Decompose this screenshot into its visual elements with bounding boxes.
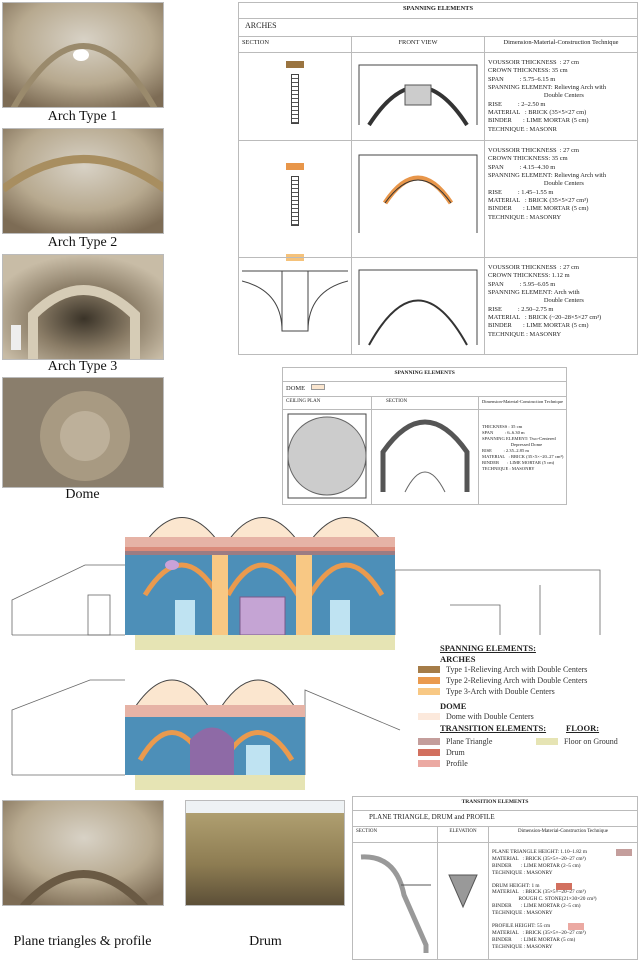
plane-triangles-photo bbox=[2, 800, 164, 906]
section-drawing bbox=[238, 254, 352, 355]
column-header: Dimension-Material-Construction Techniqu… bbox=[477, 396, 568, 410]
section-drawing bbox=[238, 140, 352, 258]
legend-item: Drum bbox=[418, 747, 640, 758]
front-view-drawing bbox=[351, 52, 485, 141]
arch-type-1-photo bbox=[2, 2, 164, 108]
spec-text: PROFILE HEIGHT: 55 cm MATERIAL : BRICK (… bbox=[492, 922, 586, 950]
legend-item: Profile bbox=[418, 758, 640, 769]
table-subtitle: ARCHES bbox=[238, 18, 638, 37]
legend: SPANNING ELEMENTS: ARCHES Type 1-Relievi… bbox=[418, 642, 640, 769]
spec-text: VOUSSOIR THICKNESS : 27 cm CROWN THICKNE… bbox=[484, 257, 638, 355]
table-subtitle: DOME bbox=[286, 385, 306, 392]
column-header: SECTION bbox=[371, 396, 479, 410]
dome-section-drawing bbox=[371, 409, 479, 505]
front-view-drawing bbox=[351, 257, 485, 355]
legend-item: Type 1-Relieving Arch with Double Center… bbox=[418, 664, 640, 675]
table-title: TRANSITION ELEMENTS bbox=[352, 796, 638, 811]
photo-caption: Drum bbox=[249, 934, 282, 949]
section-drawing bbox=[238, 52, 352, 141]
photo-caption: Arch Type 1 bbox=[47, 109, 118, 124]
front-view-drawing bbox=[351, 140, 485, 258]
column-header: ELEVATION bbox=[437, 826, 489, 843]
dome-table: SPANNING ELEMENTS DOME CEILING PLAN SECT… bbox=[281, 367, 568, 505]
arch-color-swatch bbox=[286, 254, 304, 261]
elevation-drawing bbox=[437, 842, 489, 960]
arches-table: SPANNING ELEMENTS ARCHES SECTION FRONT V… bbox=[238, 2, 638, 355]
photo-caption: Dome bbox=[65, 487, 100, 502]
transition-table: TRANSITION ELEMENTS PLANE TRIANGLE, DRUM… bbox=[352, 796, 638, 960]
arch-color-swatch bbox=[286, 61, 304, 68]
arch-color-swatch bbox=[286, 163, 304, 170]
spec-text: PLANE TRIANGLE HEIGHT: 1.10–1.82 m MATER… bbox=[492, 849, 634, 877]
column-header: Dimension-Material-Construction Techniqu… bbox=[488, 826, 638, 843]
column-header: CEILING PLAN bbox=[282, 396, 372, 410]
spec-text: VOUSSOIR THICKNESS : 27 cm CROWN THICKNE… bbox=[484, 140, 638, 258]
legend-heading: DOME bbox=[440, 700, 467, 711]
dome-color-swatch bbox=[310, 384, 325, 390]
photo-caption: Plane triangles & profile bbox=[13, 934, 152, 949]
legend-item: Type 3-Arch with Double Centers bbox=[418, 686, 640, 697]
building-section-drawing-2 bbox=[11, 679, 401, 790]
table-title: SPANNING ELEMENTS bbox=[238, 2, 638, 19]
spec-text: THICKNESS : 35 cm SPAN : 6–6.30 m SPANNI… bbox=[477, 409, 568, 505]
table-title: SPANNING ELEMENTS bbox=[281, 367, 568, 382]
ceiling-plan-drawing bbox=[282, 409, 372, 505]
arch-type-3-photo bbox=[2, 254, 164, 360]
drum-photo bbox=[185, 800, 345, 906]
legend-heading: ARCHES bbox=[440, 653, 476, 664]
building-section-drawing bbox=[11, 517, 601, 650]
column-header: SECTION bbox=[238, 36, 352, 53]
dome-photo bbox=[2, 377, 164, 488]
column-header: SECTION bbox=[352, 826, 438, 843]
legend-heading: TRANSITION ELEMENTS: bbox=[440, 722, 547, 733]
legend-heading: SPANNING ELEMENTS: bbox=[440, 642, 536, 653]
photo-caption: Arch Type 3 bbox=[47, 359, 118, 374]
column-header: Dimension-Material-Construction Techniqu… bbox=[484, 36, 638, 53]
section-drawing bbox=[352, 842, 438, 960]
legend-heading: FLOOR: bbox=[566, 722, 600, 733]
spec-cell: PLANE TRIANGLE HEIGHT: 1.10–1.82 m MATER… bbox=[488, 842, 638, 960]
spec-text: VOUSSOIR THICKNESS : 27 cm CROWN THICKNE… bbox=[484, 52, 638, 141]
arch-type-2-photo bbox=[2, 128, 164, 234]
table-subtitle: PLANE TRIANGLE, DRUM and PROFILE bbox=[352, 810, 638, 827]
legend-item: Dome with Double Centers bbox=[418, 711, 640, 722]
legend-item: Type 2-Relieving Arch with Double Center… bbox=[418, 675, 640, 686]
photo-caption: Arch Type 2 bbox=[47, 235, 118, 250]
column-header: FRONT VIEW bbox=[351, 36, 485, 53]
spec-text: DRUM HEIGHT: 1 m MATERIAL : BRICK (35×5×… bbox=[492, 882, 597, 916]
